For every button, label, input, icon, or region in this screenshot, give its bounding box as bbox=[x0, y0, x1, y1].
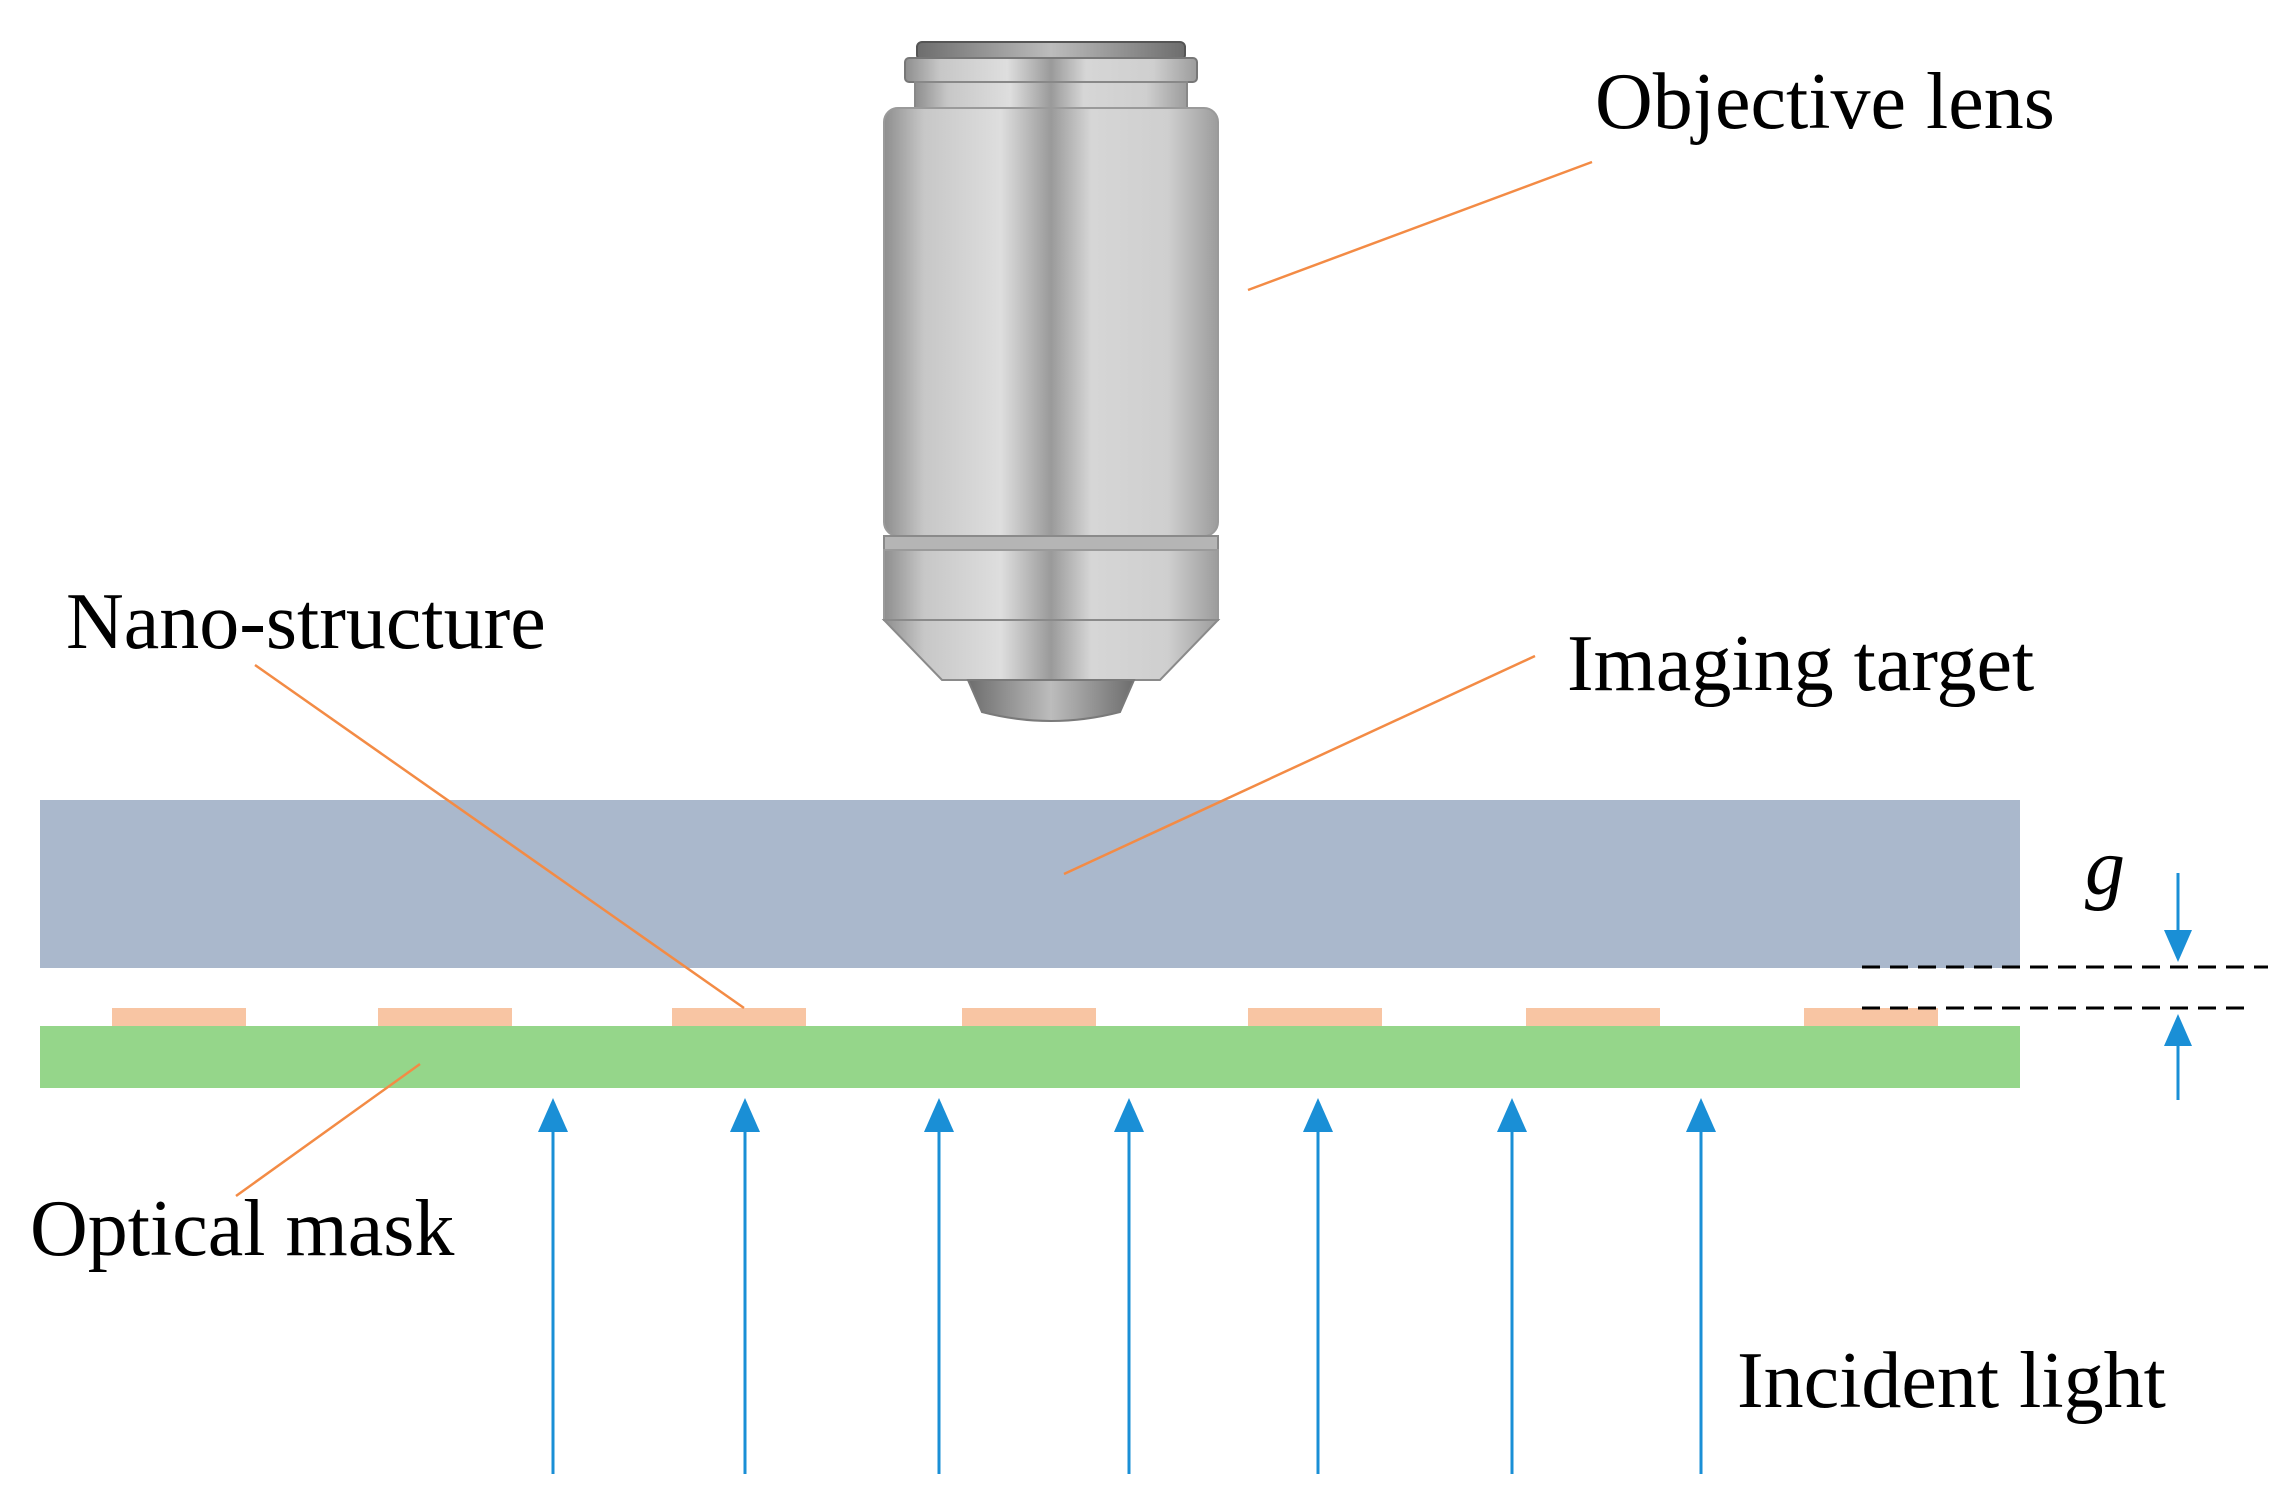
nano-structure bbox=[1804, 1008, 1938, 1026]
arrow-up-icon bbox=[1303, 1098, 1333, 1474]
nano-structure bbox=[378, 1008, 512, 1026]
gap-label: g bbox=[2085, 824, 2125, 912]
nano-structure-leader-line bbox=[254, 663, 745, 1010]
objective-lens-label: Objective lens bbox=[1595, 58, 2055, 146]
incident-light-label: Incident light bbox=[1737, 1337, 2166, 1425]
nano-structure-label: Nano-structure bbox=[66, 578, 546, 666]
nano-structure bbox=[1526, 1008, 1660, 1026]
optical-mask-leader-line bbox=[235, 1062, 421, 1198]
nano-structure bbox=[672, 1008, 806, 1026]
nano-structure bbox=[112, 1008, 246, 1026]
arrow-up-icon bbox=[1114, 1098, 1144, 1474]
nano-structure bbox=[962, 1008, 1096, 1026]
objective-lens-icon bbox=[881, 41, 1221, 722]
arrow-up-icon bbox=[1686, 1098, 1716, 1474]
imaging-target bbox=[40, 800, 2020, 968]
gap-arrow-up-icon bbox=[2164, 1014, 2192, 1100]
incident-light-arrows bbox=[538, 1098, 1716, 1474]
nano-structure-group bbox=[112, 1008, 1938, 1026]
imaging-target-label: Imaging target bbox=[1567, 620, 2034, 708]
arrow-up-icon bbox=[538, 1098, 568, 1474]
objective-lens-leader-line bbox=[1247, 160, 1593, 292]
arrow-up-icon bbox=[924, 1098, 954, 1474]
gap-arrow-down-icon bbox=[2164, 873, 2192, 962]
optical-mask bbox=[40, 1026, 2020, 1088]
optical-mask-label: Optical mask bbox=[30, 1185, 454, 1273]
imaging-target-leader-line bbox=[1063, 654, 1536, 876]
arrow-up-icon bbox=[1497, 1098, 1527, 1474]
nano-structure bbox=[1248, 1008, 1382, 1026]
arrow-up-icon bbox=[730, 1098, 760, 1474]
